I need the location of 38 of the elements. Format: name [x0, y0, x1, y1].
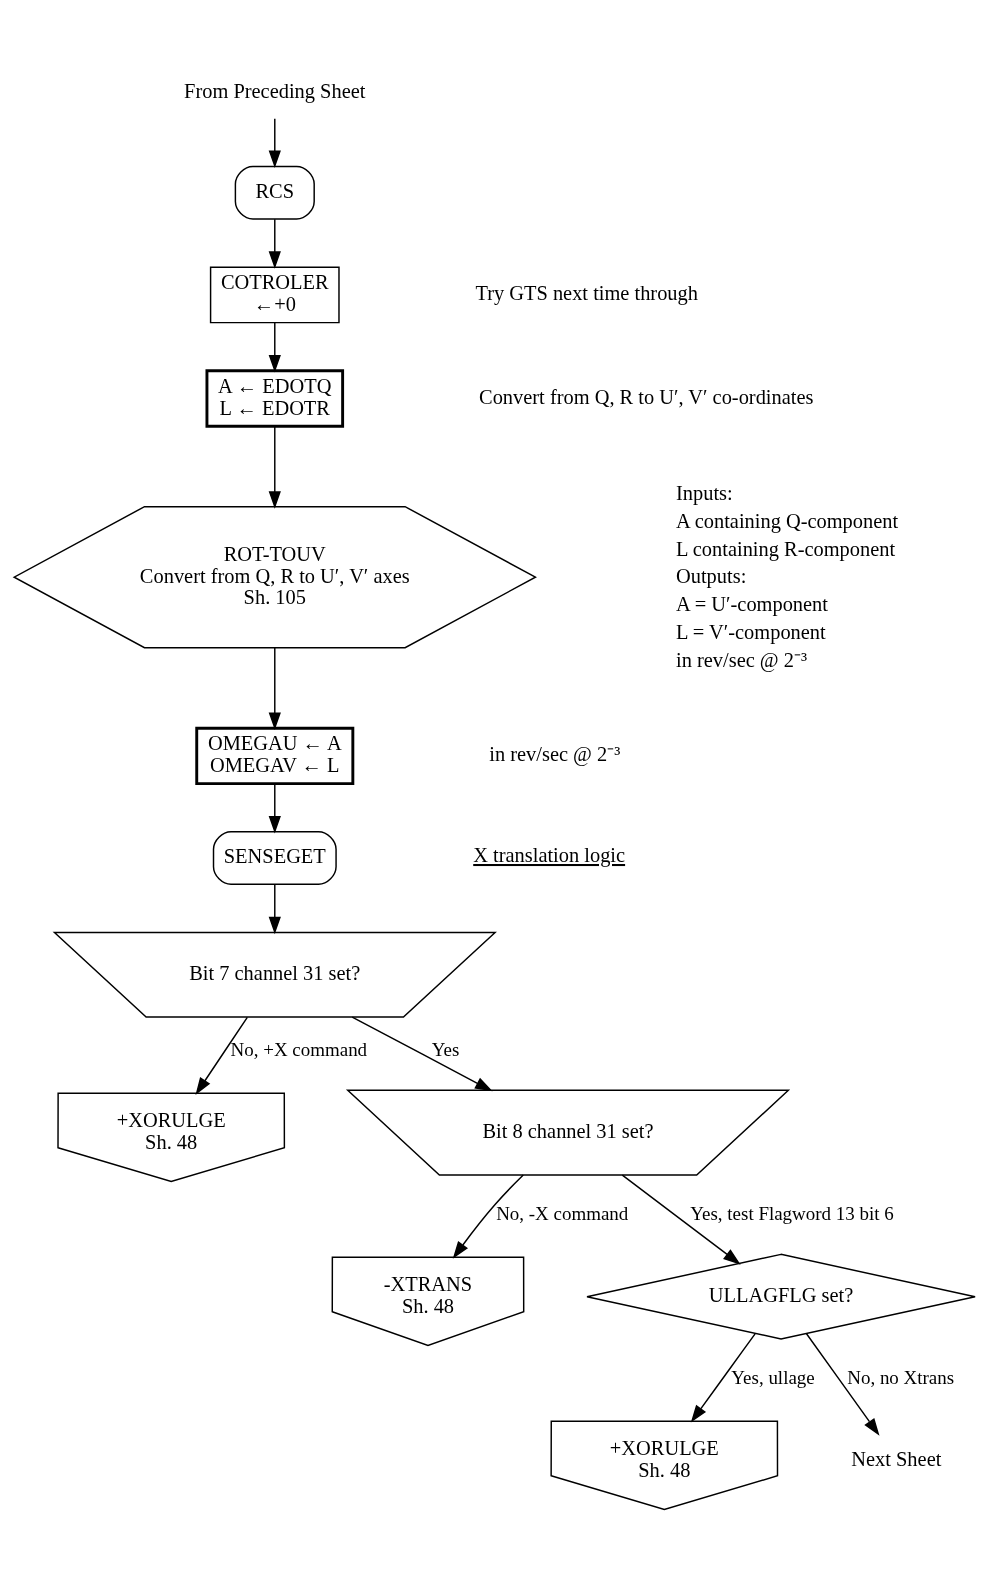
node-label: A containing Q-component — [676, 509, 899, 532]
arrow — [268, 117, 281, 168]
node-label: A = U′-component — [676, 592, 828, 615]
node-label: in rev/sec @ 2⁻³ — [676, 647, 808, 670]
label: X translation logic — [473, 843, 626, 866]
arrow — [621, 1173, 741, 1265]
node-label: Outputs: — [676, 564, 747, 587]
label: in rev/sec @ 2⁻³ — [489, 742, 621, 765]
node-text: From Preceding Sheet — [184, 79, 366, 101]
node-label: L = V′-component — [676, 620, 826, 643]
arrow — [268, 218, 281, 269]
edge-label: Yes — [431, 1038, 460, 1060]
arrow — [268, 883, 281, 934]
arrow — [690, 1332, 756, 1423]
node-box: A ← EDOTQ L ← EDOTR — [205, 368, 345, 428]
node-box: OMEGAU ← A OMEGAV ← L — [195, 726, 355, 785]
edge-label: No, -X command — [496, 1202, 629, 1224]
arrow — [268, 425, 281, 509]
node-diamond: ULLAGFLG set? — [586, 1253, 976, 1340]
edge-label: Yes, ullage — [731, 1366, 815, 1388]
arrow — [805, 1332, 880, 1436]
label: Convert from Q, R to U′, V′ co-ordinates — [479, 385, 814, 408]
arrow — [351, 1015, 493, 1091]
arrow — [452, 1173, 524, 1259]
arrow — [268, 321, 281, 373]
node-box: COTROLER ←+0 — [209, 265, 340, 323]
arrow — [268, 646, 281, 730]
arrow — [268, 782, 281, 834]
node-box: SENSEGET — [212, 830, 337, 885]
node-text: Next Sheet — [851, 1447, 942, 1470]
arrow — [195, 1016, 249, 1095]
edge-label: No, +X command — [230, 1038, 368, 1060]
label: Try GTS next time through — [475, 281, 698, 304]
node-label: L containing R-component — [676, 537, 896, 560]
edge-label: Yes, test Flagword 13 bit 6 — [690, 1202, 894, 1224]
edge-label: No, no Xtrans — [847, 1366, 955, 1388]
node-label: Inputs: — [676, 481, 733, 504]
node-box: RCS — [234, 165, 315, 220]
